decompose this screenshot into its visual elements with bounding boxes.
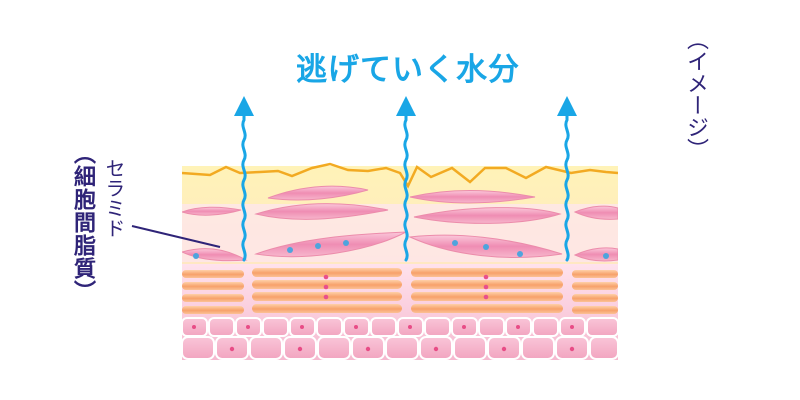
skin-cross-section [182, 162, 618, 360]
rough-skin-surface [182, 162, 618, 189]
ceramide-dot [517, 251, 523, 257]
ceramide-dot [452, 240, 458, 246]
water-arrow [234, 96, 254, 262]
lipid-spindle [573, 205, 618, 220]
intercellular-lipid-label: （細胞間脂質） [70, 142, 95, 303]
ceramide-dot [483, 244, 489, 250]
water-arrow [396, 96, 416, 262]
ceramide-dot [603, 253, 609, 259]
lipid-spindle [409, 190, 536, 204]
image-note: （イメージ） [683, 28, 708, 160]
ceramide-label: セラミド [102, 158, 126, 238]
ceramide-dot [287, 247, 293, 253]
lipid-spindle [182, 206, 242, 216]
orange-cell-bands [182, 268, 618, 314]
cell-nuclei [192, 325, 575, 352]
ceramide-dot [193, 253, 199, 259]
lipid-spindle [254, 203, 389, 220]
ceramide-pointer-line [131, 225, 221, 248]
ceramide-dot [343, 240, 349, 246]
lipid-spindle [413, 207, 562, 224]
lipid-spindle [267, 185, 369, 201]
water-arrow [557, 96, 577, 262]
diagram-title: 逃げていく水分 [296, 52, 520, 88]
ceramide-dot [315, 243, 321, 249]
